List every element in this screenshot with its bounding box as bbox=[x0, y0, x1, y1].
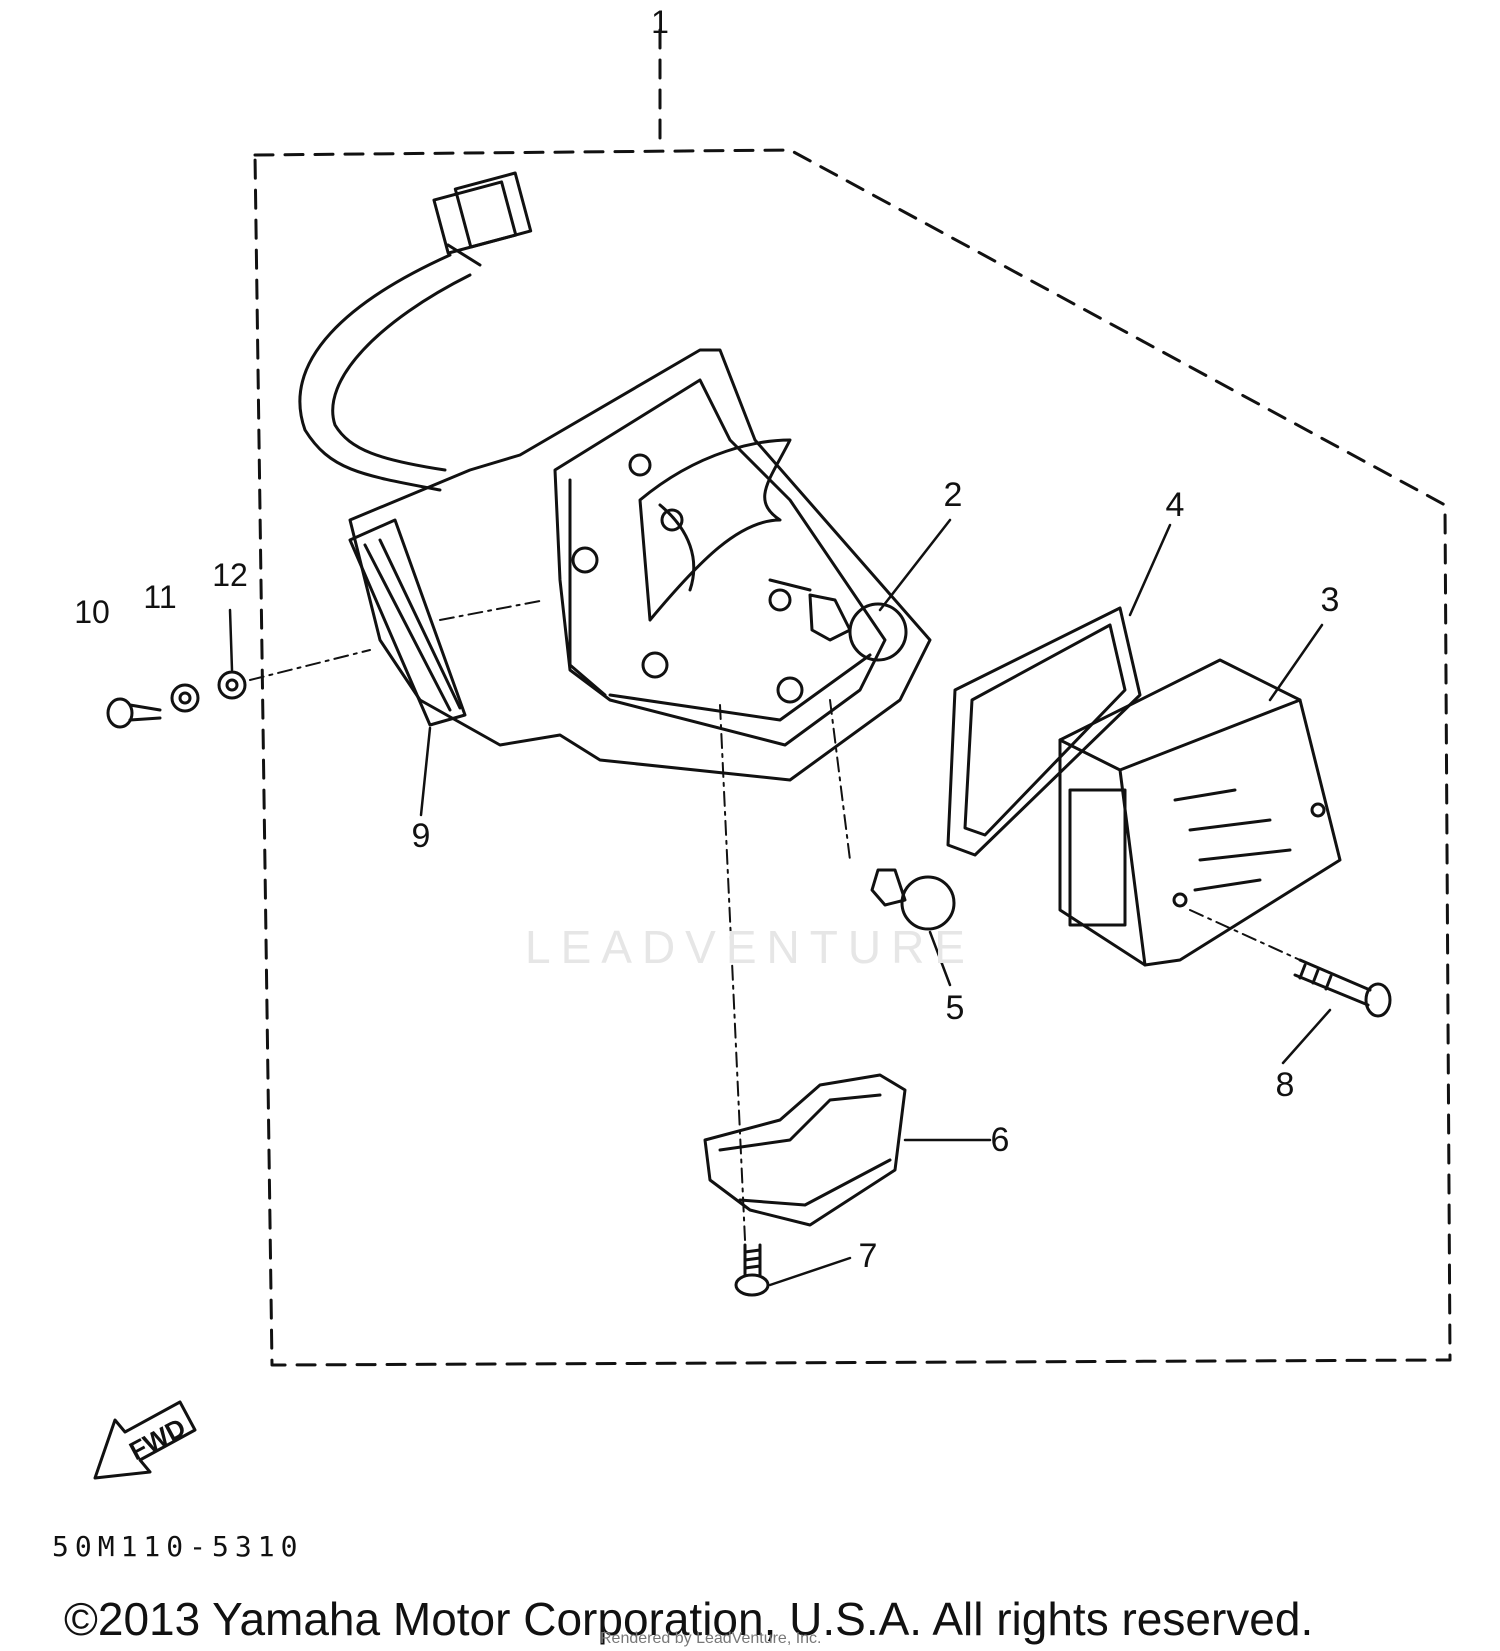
callout-1: 1 bbox=[651, 4, 669, 40]
wiring-harness bbox=[298, 171, 533, 492]
callout-8: 8 bbox=[1275, 1066, 1295, 1104]
rear-light-base bbox=[348, 348, 932, 782]
screw-side bbox=[106, 697, 162, 729]
tail-lens bbox=[1058, 658, 1342, 967]
callout-2: 2 bbox=[943, 476, 963, 514]
spring-washer bbox=[170, 683, 200, 713]
assembly-lines bbox=[249, 599, 1301, 1241]
callout-9: 9 bbox=[411, 817, 431, 855]
fwd-arrow bbox=[93, 1400, 197, 1480]
callout-11: 11 bbox=[143, 579, 177, 615]
callout-12: 12 bbox=[212, 557, 248, 593]
lens-gasket bbox=[946, 606, 1142, 857]
watermark: LEADVENTURE bbox=[525, 921, 975, 973]
callout-6: 6 bbox=[990, 1121, 1010, 1159]
callout-7: 7 bbox=[858, 1237, 878, 1275]
callout-5: 5 bbox=[945, 989, 965, 1027]
bulb-tail bbox=[808, 593, 908, 662]
callout-3: 3 bbox=[1320, 581, 1340, 619]
diagram-code: 50M110-5310 bbox=[52, 1530, 304, 1563]
assembly-boundary bbox=[253, 28, 1452, 1367]
copyright-notice: ©2013 Yamaha Motor Corporation, U.S.A. A… bbox=[64, 1593, 1314, 1645]
callout-10: 10 bbox=[74, 594, 110, 630]
screw-lens bbox=[1293, 958, 1392, 1018]
bulb-license bbox=[870, 868, 956, 931]
leader-lines bbox=[228, 518, 1332, 1287]
plain-washer bbox=[217, 670, 247, 700]
rendered-by-note: Rendered by LeadVenture, Inc. bbox=[600, 1630, 822, 1647]
screw-license bbox=[734, 1243, 770, 1297]
side-gasket bbox=[348, 518, 467, 727]
license-lens bbox=[703, 1073, 907, 1227]
callout-4: 4 bbox=[1165, 486, 1185, 524]
